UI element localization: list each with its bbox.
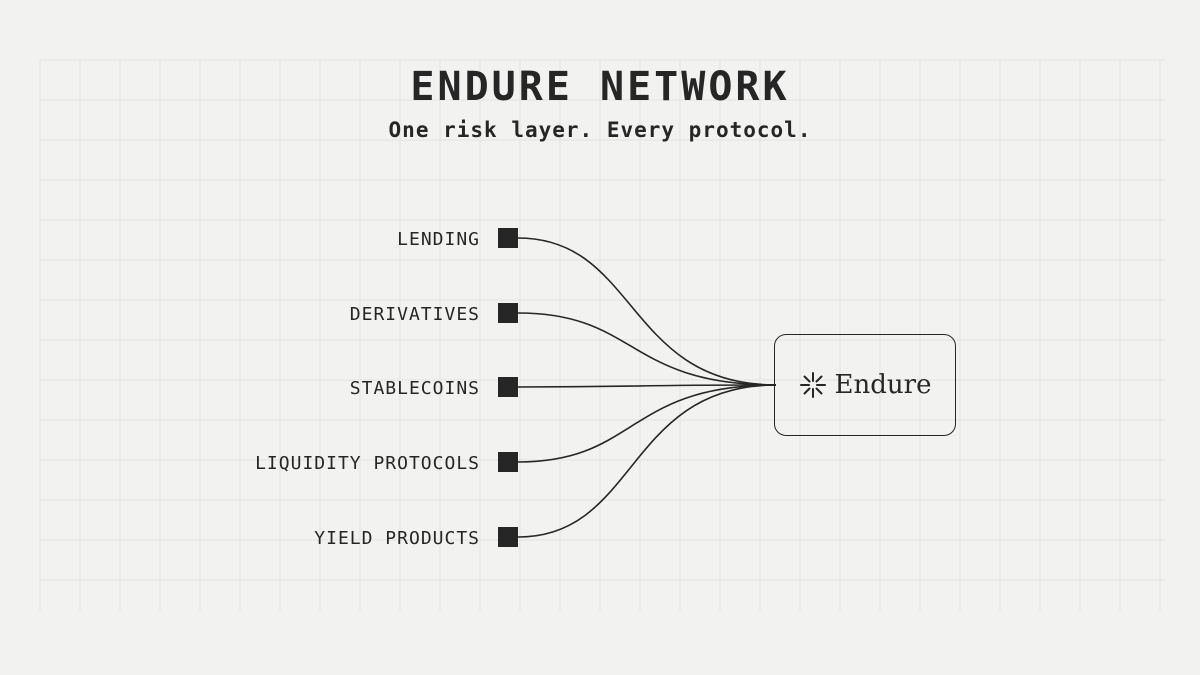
page-title: ENDURE NETWORK [410, 64, 790, 110]
node-label-liquidity-protocols: LIQUIDITY PROTOCOLS [255, 453, 480, 474]
connection-line-3 [517, 384, 777, 388]
node-square-liquidity-protocols [498, 452, 518, 472]
connection-line-2 [517, 312, 777, 386]
page-subtitle: One risk layer. Every protocol. [388, 118, 812, 142]
node-square-yield-products [498, 527, 518, 547]
endure-hub-box: Endure [774, 334, 956, 436]
connection-line-1 [517, 237, 777, 386]
hub-name: Endure [834, 370, 932, 400]
node-label-stablecoins: STABLECOINS [349, 378, 480, 399]
node-square-derivatives [498, 303, 518, 323]
sparkle-burst-icon [799, 371, 827, 399]
node-label-yield-products: YIELD PRODUCTS [314, 528, 480, 549]
node-label-lending: LENDING [397, 229, 480, 250]
connection-line-5 [517, 384, 777, 538]
node-square-stablecoins [498, 377, 518, 397]
connection-line-4 [517, 384, 777, 463]
node-square-lending [498, 228, 518, 248]
node-label-derivatives: DERIVATIVES [349, 304, 480, 325]
